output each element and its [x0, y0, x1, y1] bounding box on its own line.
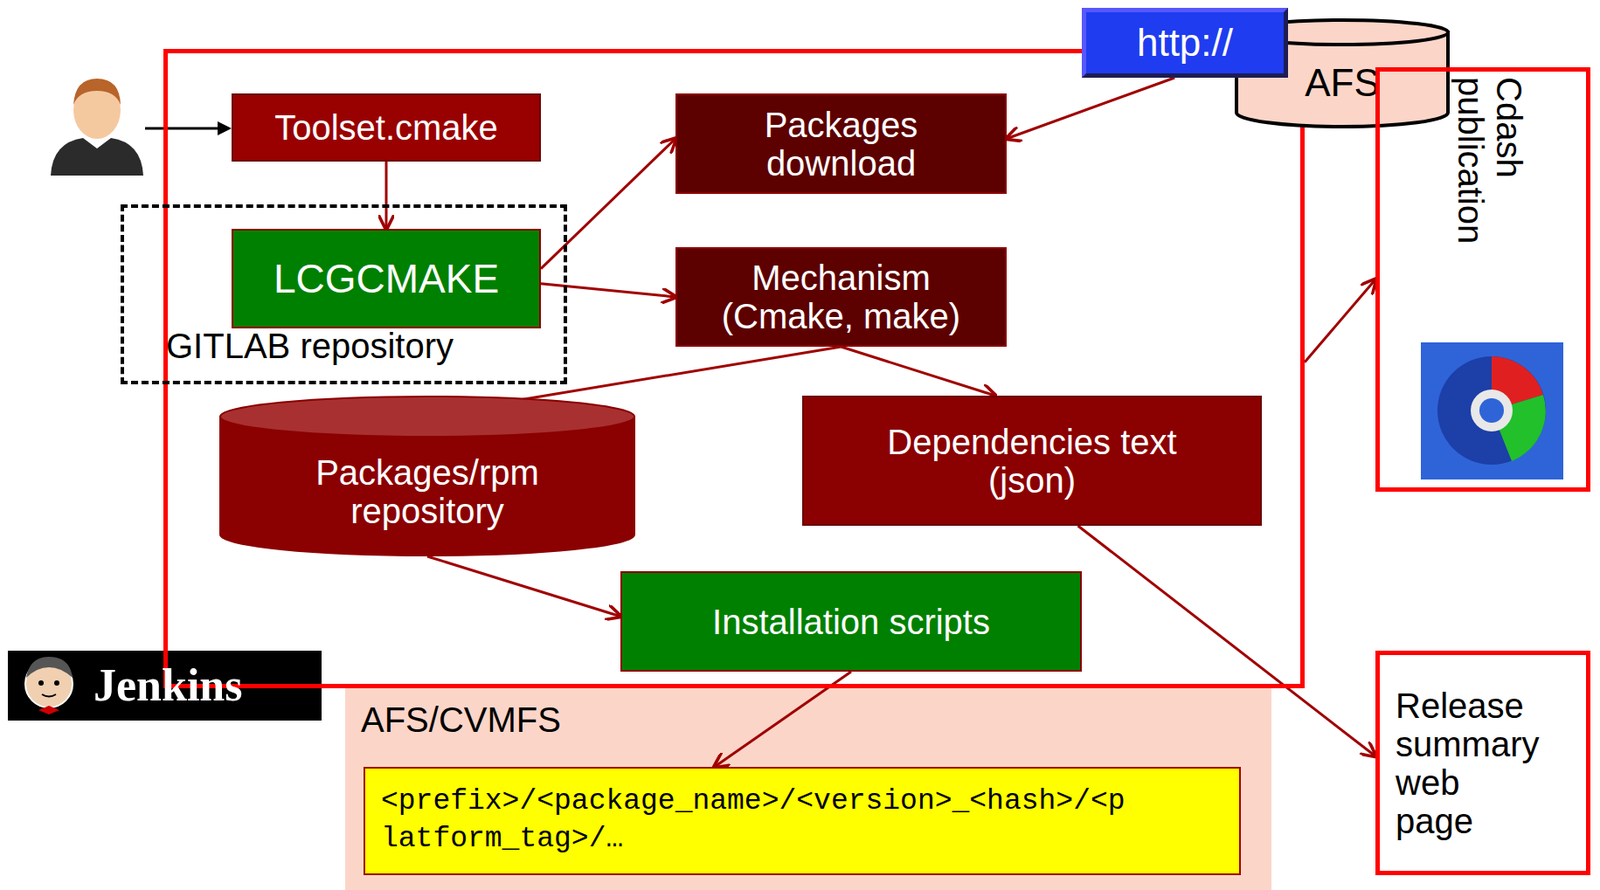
repository-group: GITLAB repository LCGCMAKE: [120, 204, 568, 385]
storage-band: AFS/CVMFS <prefix>/<package_name>/<versio…: [345, 688, 1272, 890]
user-icon: [50, 78, 144, 176]
publication-box: Cdash publication: [1375, 67, 1591, 492]
connector-arrow: [1006, 77, 1175, 139]
user-arrowhead: [217, 121, 232, 136]
node-label: GITLAB repository: [166, 326, 454, 366]
path-template: <prefix>/<package_name>/<version>_<hash>…: [363, 767, 1241, 876]
process-box: Toolset.cmake: [231, 93, 541, 162]
node-label: Jenkins: [7, 651, 322, 721]
process-box: Mechanism (Cmake, make): [675, 247, 1007, 347]
node-label: AFS: [1304, 62, 1380, 104]
http-button: http://: [1081, 7, 1289, 78]
node-label: Installation scripts: [712, 602, 991, 642]
connector-arrow: [427, 556, 621, 617]
tool-box: LCGCMAKE: [231, 228, 541, 329]
connector-arrow: [841, 346, 996, 396]
node-label: AFS/CVMFS: [360, 700, 1256, 740]
node-label: http://: [1136, 21, 1233, 64]
output-box: Dependencies text (json): [802, 395, 1262, 527]
node-label: Packages download: [708, 105, 974, 183]
node-label: Cdash publication: [1451, 76, 1529, 340]
node-label: <prefix>/<package_name>/<version>_<hash>…: [380, 783, 1135, 859]
connector-arrow: [385, 161, 388, 229]
process-box: Packages download: [675, 93, 1007, 194]
storage-band: [345, 688, 1272, 890]
node-label: Dependencies text (json): [856, 422, 1208, 500]
connector-arrow: [540, 283, 676, 298]
tool-box: Installation scripts: [620, 571, 1082, 672]
node-label: Packages/rpm repository: [261, 453, 594, 531]
user-arrow: [145, 127, 221, 131]
connector-arrow: [1078, 526, 1376, 757]
node-label: Mechanism (Cmake, make): [708, 258, 974, 336]
node-label: LCGCMAKE: [273, 256, 499, 302]
node-label: Toolset.cmake: [274, 108, 499, 147]
repository-cylinder: Packages/rpm repository: [219, 395, 636, 557]
cdash-logo: [1420, 342, 1564, 480]
connector-arrow: [1304, 279, 1376, 363]
summary-box: Release summary web page: [1375, 651, 1591, 876]
jenkins-frame: JenkinsToolset.cmakeGITLAB repositoryLCG…: [163, 48, 1305, 689]
node-label: Release summary web page: [1395, 686, 1545, 841]
